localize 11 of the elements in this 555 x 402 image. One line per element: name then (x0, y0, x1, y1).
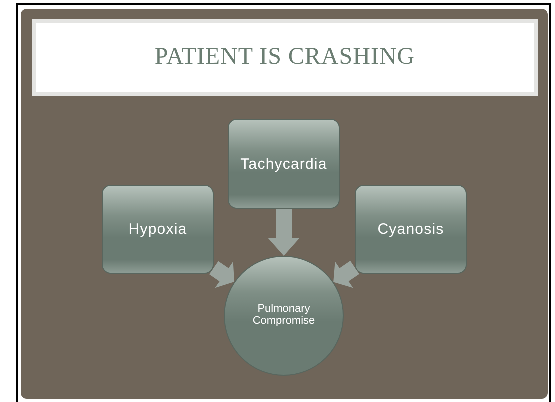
rounded-box (102, 185, 214, 274)
node-label: Pulmonary Compromise (252, 304, 316, 328)
block-arrow (334, 261, 360, 288)
block-arrow (268, 209, 300, 256)
slide-title: PATIENT IS CRASHING (154, 44, 416, 71)
block-arrow (209, 261, 235, 288)
rounded-box (355, 185, 467, 274)
node-label: Cyanosis (376, 221, 446, 238)
rounded-box (228, 119, 340, 209)
node-label: Tachycardia (240, 156, 328, 172)
node-label: Hypoxia (128, 221, 188, 238)
